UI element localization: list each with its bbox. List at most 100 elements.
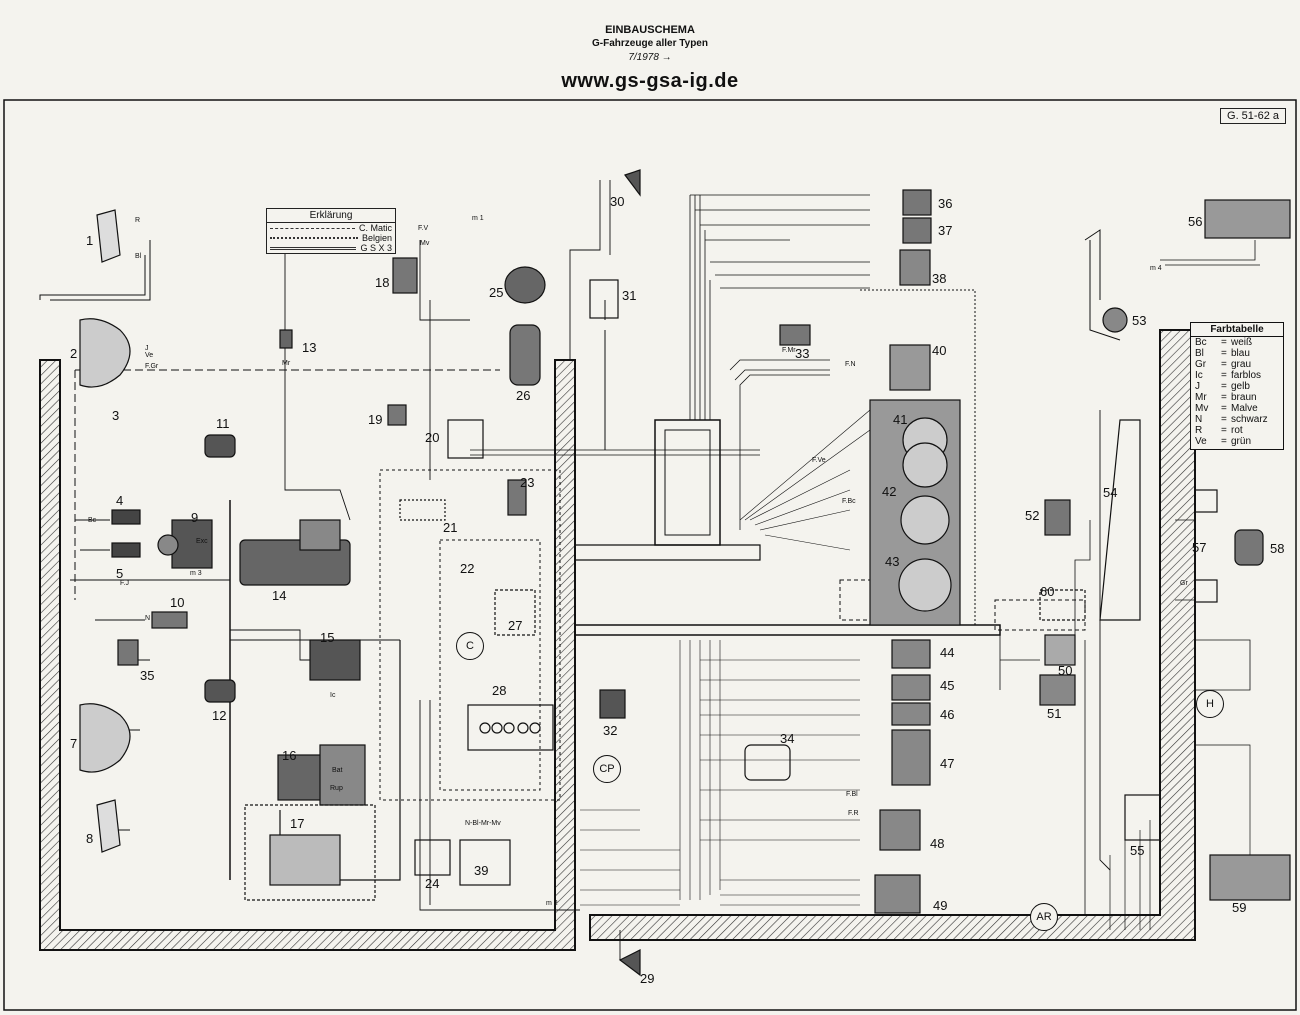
diagram-date: 7/1978 → [628,52,672,63]
component-number: 27 [508,618,522,633]
component-number: 48 [930,836,944,851]
diagram-subtitle: G-Fahrzeuge aller Typen [592,38,708,49]
component-number: 52 [1025,508,1039,523]
wire-label: J [145,345,149,352]
zone-marker: CP [593,755,621,783]
color-table-row: Ve=grün [1195,436,1252,447]
component-number: 9 [191,510,198,525]
color-name: blau [1231,348,1250,359]
component-number: 58 [1270,541,1284,556]
component-number: 12 [212,708,226,723]
color-code: J [1195,381,1200,392]
component-number: 10 [170,595,184,610]
wire-label: m 4 [1150,265,1162,272]
component-number: 40 [932,343,946,358]
color-code: Gr [1195,359,1207,370]
wire-label: Ic [330,692,336,699]
wire-label: N-Bl-Mr-Mv [465,820,501,827]
color-code: Ic [1195,370,1203,381]
component-number: 36 [938,196,952,211]
color-name: schwarz [1231,414,1268,425]
zone-marker: C [456,632,484,660]
component-number: 17 [290,816,304,831]
component-number: 15 [320,630,334,645]
color-code: R [1195,425,1203,436]
component-number: 50 [1058,663,1072,678]
component-number: 5 [116,566,123,581]
wire-label: m 1 [472,215,484,222]
component-number: 13 [302,340,316,355]
component-number: 44 [940,645,954,660]
diagram-title: EINBAUSCHEMA [605,24,695,36]
component-number: 24 [425,876,439,891]
component-number: 8 [86,831,93,846]
component-number: 57 [1192,540,1206,555]
wire-label: F.J [120,580,129,587]
color-name: farblos [1231,370,1262,381]
color-table-row: R=rot [1195,425,1243,436]
component-number: 2 [70,346,77,361]
legend-item: G S X 3 [267,243,395,253]
wire-label: m 3 [190,570,202,577]
component-number: 37 [938,223,952,238]
color-name: Malve [1231,403,1258,414]
component-number: 59 [1232,900,1246,915]
component-number: 43 [885,554,899,569]
wire-label: Rup [330,785,343,792]
component-number: 47 [940,756,954,771]
component-number: 32 [603,723,617,738]
color-code: Mv [1195,403,1209,414]
source-url: www.gs-gsa-ig.de [561,70,739,92]
color-table-row: J=gelb [1195,381,1250,392]
color-code: Ve [1195,436,1207,447]
component-number: 22 [460,561,474,576]
color-code: Bc [1195,337,1207,348]
color-table-row: Ic=farblos [1195,370,1262,381]
color-code: N [1195,414,1203,425]
wire-label: F.Ve [812,457,826,464]
color-table-row: Mr=braun [1195,392,1257,403]
component-number: 34 [780,731,794,746]
component-number: 28 [492,683,506,698]
component-number: 33 [795,346,809,361]
reference-code: G. 51-62 a [1220,108,1286,124]
wire-label: Gr [1180,580,1188,587]
color-name: weiß [1231,337,1253,348]
component-number: 38 [932,271,946,286]
zone-marker: AR [1030,903,1058,931]
component-number: 46 [940,707,954,722]
component-number: 35 [140,668,154,683]
component-number: 19 [368,412,382,427]
wire-label: F.V [418,225,428,232]
wire-label: F.Mr [782,347,796,354]
component-number: 54 [1103,485,1117,500]
component-number: 60 [1040,584,1054,599]
wire-label: m 2 [546,900,558,907]
component-number: 42 [882,484,896,499]
color-name: rot [1231,425,1243,436]
component-number: 11 [216,416,230,431]
wire-label: N [145,615,150,622]
color-name: grau [1231,359,1252,370]
color-code: Bl [1195,348,1204,359]
component-number: 16 [282,748,296,763]
wire-label: F.Bc [842,498,856,505]
component-number: 51 [1047,706,1061,721]
component-number: 3 [112,408,119,423]
color-table-title: Farbtabelle [1191,323,1283,337]
legend-box: Erklärung C. Matic Belgien G S X 3 [266,208,396,254]
color-table-row: Bl=blau [1195,348,1250,359]
component-number: 49 [933,898,947,913]
wire-label: Mr [282,360,291,367]
color-table-row: Gr=grau [1195,359,1252,370]
component-number: 29 [640,971,654,986]
color-table-row: N=schwarz [1195,414,1268,425]
color-name: braun [1231,392,1257,403]
color-code: Mr [1195,392,1207,403]
component-number: 14 [272,588,286,603]
component-number: 21 [443,520,457,535]
component-number: 31 [622,288,636,303]
component-number: 23 [520,475,534,490]
component-number: 20 [425,430,439,445]
